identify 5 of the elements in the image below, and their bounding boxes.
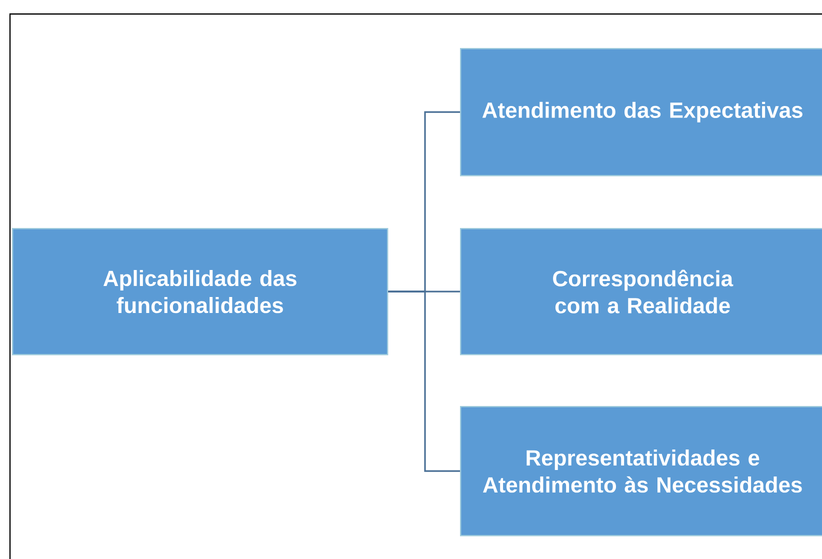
process-box: Representatividades e Atendimento às Necessidades [460,406,822,536]
process-box: Atendimento das Expectativas [460,48,822,176]
process-box: Aplicabilidade das funcionalidades [12,228,388,356]
process-box: Correspondência com a Realidade [460,228,822,356]
connector-line [388,290,460,472]
